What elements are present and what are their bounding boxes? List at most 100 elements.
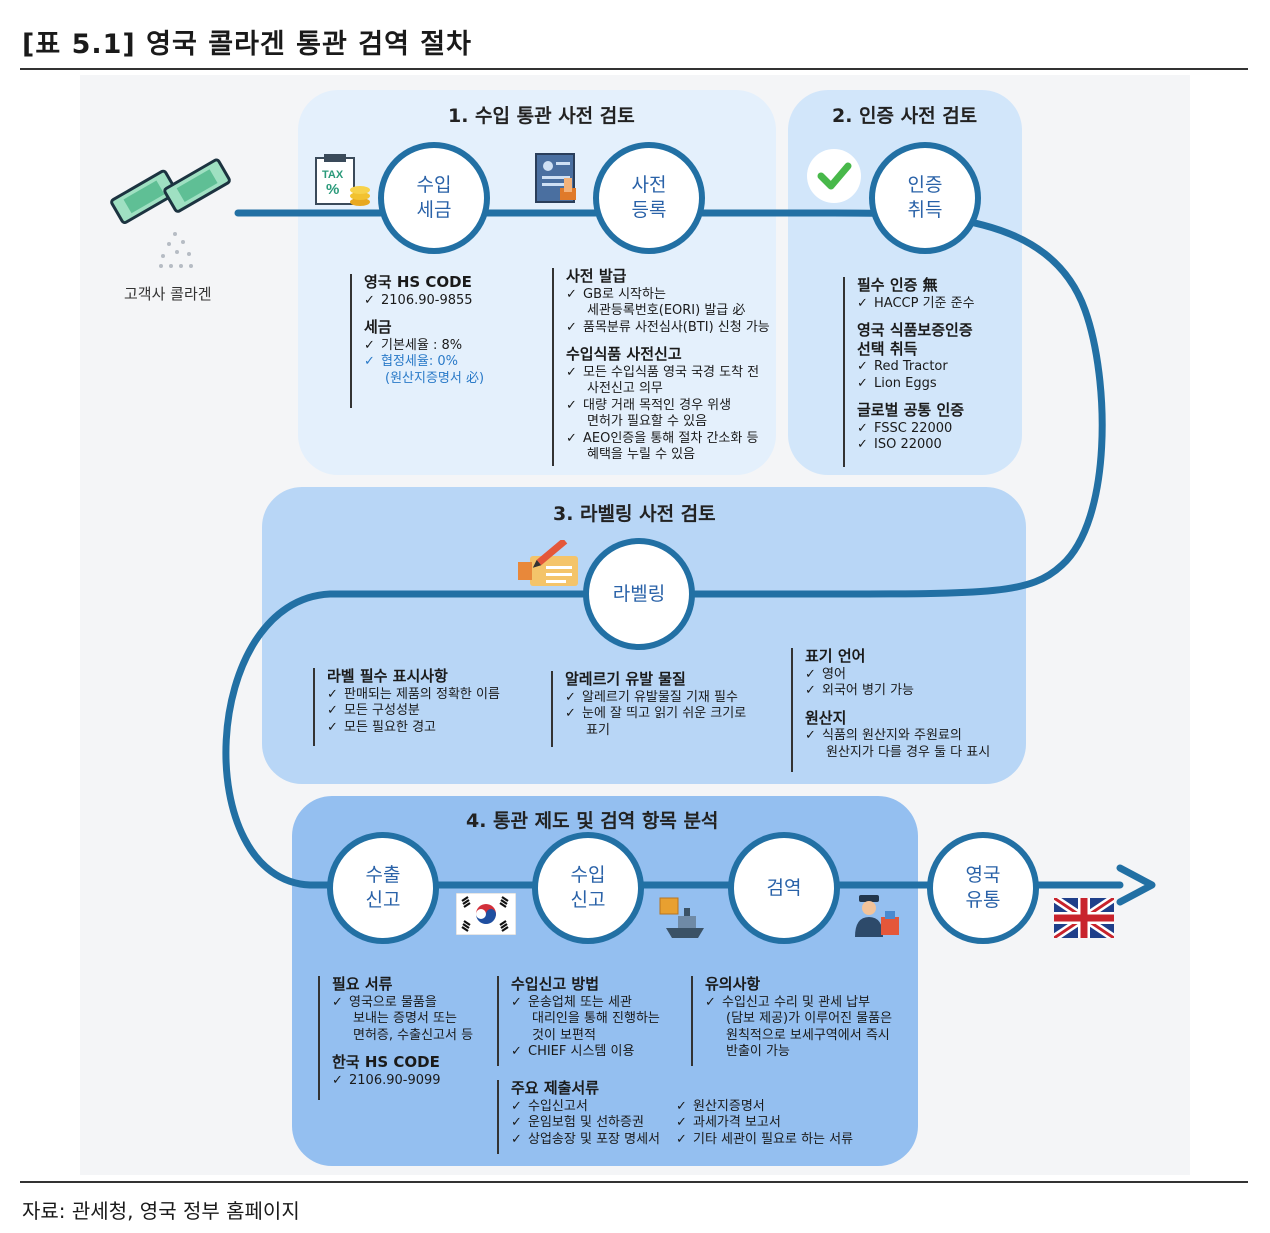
label-requirements: 라벨 필수 표시사항 ✓판매되는 제품의 정확한 이름 ✓모든 구성성분 ✓모든… [313,668,500,746]
label-language-heading: 표기 언어 [805,647,866,665]
list-item: ✓FSSC 22000 [857,420,953,436]
list-item: ✓원산지증명서 [676,1098,765,1114]
allergen-details: 알레르기 유발 물질 ✓알레르기 유발물질 기재 필수 ✓눈에 잘 띄고 읽기 … [551,671,746,747]
customs-officer-icon [853,893,903,945]
list-item: ✓모든 구성성분 [327,703,420,718]
uk-hs-code-heading: 영국 HS CODE [364,273,472,291]
list-item: ✓외국어 병기 가능 [805,683,914,698]
check-badge-icon [804,146,864,210]
submission-docs-heading: 주요 제출서류 [511,1079,600,1097]
list-item: ✓식품의 원산지와 주원료의 [805,728,962,743]
list-item-cont: 면허가 필요할 수 있음 [587,414,708,429]
global-cert-heading: 글로벌 공통 인증 [857,401,965,419]
pre-registration-details: 사전 발급 ✓GB로 시작하는 세관등록번호(EORI) 발급 必 ✓품목분류 … [552,268,770,466]
list-item-cont: 원칙적으로 보세구역에서 즉시 [726,1027,890,1043]
list-item-cont: 반출이 가능 [726,1044,790,1059]
list-item-cont: 것이 보편적 [532,1027,596,1043]
tax-percent-icon: TAX % [312,152,374,214]
list-item-cont: 보내는 증명서 또는 [353,1011,457,1026]
section-1-title: 1. 수입 통관 사전 검토 [448,105,635,127]
list-item: ✓알레르기 유발물질 기재 필수 [565,689,738,705]
list-item: ✓수입신고서 [511,1098,588,1114]
list-item-cont: 대리인을 통해 진행하는 [532,1011,660,1026]
list-item: ✓상업송장 및 포장 명세서 [511,1131,660,1147]
tax-heading: 세금 [364,318,392,336]
step-import-declaration: 수입 신고 [532,832,644,944]
pre-issue-heading: 사전 발급 [566,267,627,285]
main-submission-docs: 주요 제출서류 ✓수입신고서 ✓운임보험 및 선하증권 ✓상업송장 및 포장 명… [497,1080,853,1154]
list-item: ✓판매되는 제품의 정확한 이름 [327,686,500,702]
step-pre-registration: 사전 등록 [593,142,705,254]
svg-text:TAX: TAX [322,169,344,181]
step-import-tax: 수입 세금 [378,142,490,254]
list-item: ✓운송업체 또는 세관 [511,994,632,1010]
list-item: ✓대량 거래 목적인 경우 위생 [566,397,732,413]
required-cert-heading: 필수 인증 無 [857,276,938,294]
language-origin-details: 표기 언어 ✓영어 ✓외국어 병기 가능 원산지 ✓식품의 원산지와 주원료의 … [791,648,990,772]
section-3-title: 3. 라벨링 사전 검토 [553,503,716,525]
required-docs-heading: 필요 서류 [332,975,393,993]
list-item: ✓모든 필요한 경고 [327,719,436,735]
uk-flag-icon [1051,894,1117,942]
section-2-title: 2. 인증 사전 검토 [832,105,978,127]
list-item: ✓영어 [805,666,846,682]
list-item: ✓2106.90-9099 [332,1072,441,1088]
import-declaration-method: 수입신고 방법 ✓운송업체 또는 세관 대리인을 통해 진행하는 것이 보편적 … [497,976,660,1066]
list-item: ✓AEO인증을 통해 절차 간소화 등 [566,430,759,446]
list-item: ✓CHIEF 시스템 이용 [511,1044,635,1059]
list-item: ✓HACCP 기준 준수 [857,295,975,311]
svg-text:%: % [326,181,339,198]
label-pen-icon [516,538,582,594]
allergen-heading: 알레르기 유발 물질 [565,670,686,688]
source-rule [20,1181,1248,1183]
step-uk-distribution: 영국 유통 [927,832,1039,944]
start-label: 고객사 콜라겐 [124,285,212,303]
list-item: ✓품목분류 사전심사(BTI) 신청 가능 [566,319,770,335]
list-item-cont: 원산지가 다를 경우 둘 다 표시 [826,744,991,760]
step-certification: 인증 취득 [869,142,981,254]
list-item: ✓GB로 시작하는 [566,286,666,302]
quarantine-notes: 유의사항 ✓수입신고 수리 및 관세 납부 (담보 제공)가 이루어진 물품은 … [691,976,892,1066]
collagen-packet-icon [105,158,235,277]
list-item-cont: 혜택을 누릴 수 있음 [587,447,696,462]
list-item: ✓Lion Eggs [857,375,937,391]
list-item: ✓협정세율: 0% [364,354,458,369]
notes-heading: 유의사항 [705,975,761,993]
list-item: ✓과세가격 보고서 [676,1115,781,1130]
list-item-cont: 표기 [586,722,610,738]
list-item: ✓기타 세관이 필요로 하는 서류 [676,1131,854,1147]
import-tax-details: 영국 HS CODE ✓2106.90-9855 세금 ✓기본세율 : 8% ✓… [350,274,484,408]
list-item: ✓영국으로 물품을 [332,994,437,1010]
step-export-declaration: 수출 신고 [327,832,439,944]
list-item-cont: 면허증, 수출신고서 등 [353,1027,474,1043]
list-item: ✓운임보험 및 선하증권 [511,1115,644,1130]
step-quarantine: 검역 [728,832,840,944]
list-item-cont: (담보 제공)가 이루어진 물품은 [726,1011,893,1026]
list-item: ✓ISO 22000 [857,437,942,452]
origin-heading: 원산지 [805,708,847,727]
korea-flag-icon [455,892,517,939]
optional-acquisition-heading: 선택 취득 [857,339,918,358]
step-labeling: 라벨링 [583,538,695,650]
certification-details: 필수 인증 無 ✓HACCP 기준 준수 영국 식품보증인증 선택 취득 ✓Re… [843,277,975,467]
uk-food-assurance-heading: 영국 식품보증인증 [857,321,973,339]
list-item-cont: 사전신고 의무 [587,381,663,396]
list-item-cont: (원산지증명서 必) [385,370,485,386]
title-rule [20,68,1248,70]
cargo-ship-icon [658,892,710,946]
figure-title: [표 5.1] 영국 콜라겐 통관 검역 절차 [22,29,472,60]
list-item: ✓눈에 잘 띄고 읽기 쉬운 크기로 [565,706,747,721]
list-item-cont: 세관등록번호(EORI) 발급 必 [587,303,746,318]
import-food-prenotice-heading: 수입식품 사전신고 [566,345,682,363]
kr-hs-code-heading: 한국 HS CODE [332,1053,440,1071]
list-item: ✓기본세율 : 8% [364,337,463,353]
declaration-method-heading: 수입신고 방법 [511,975,600,993]
label-required-heading: 라벨 필수 표시사항 [327,667,448,685]
section-4-title: 4. 통관 제도 및 검역 항목 분석 [466,810,719,832]
document-register-icon [530,150,590,214]
export-documents: 필요 서류 ✓영국으로 물품을 보내는 증명서 또는 면허증, 수출신고서 등 … [318,976,473,1100]
list-item: ✓모든 수입식품 영국 국경 도착 전 [566,364,760,380]
source-note: 자료: 관세청, 영국 정부 홈페이지 [22,1199,300,1223]
list-item: ✓수입신고 수리 및 관세 납부 [705,994,871,1010]
